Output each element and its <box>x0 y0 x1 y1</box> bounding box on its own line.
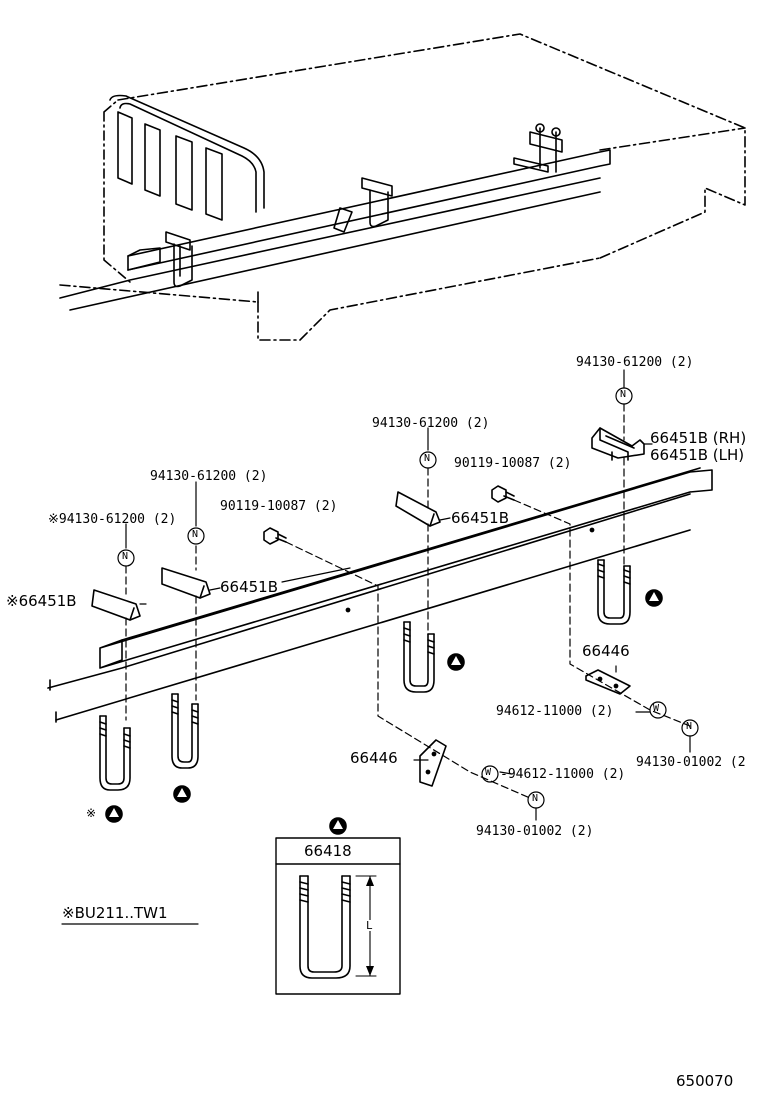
frame-rail-end <box>128 248 160 270</box>
label-bracket-rh: 66451B (RH) <box>650 429 747 447</box>
label-nut-left-marked: ※94130-61200 (2) <box>48 512 177 527</box>
ubolt-right <box>598 560 630 624</box>
label-bracket-left-marked: ※66451B <box>6 592 77 610</box>
nut-letter: N <box>192 529 199 540</box>
label-washer-right: 94612-11000 (2) <box>496 704 614 719</box>
bolt-left <box>264 528 286 544</box>
label-bracket-left: 66451B <box>220 578 279 596</box>
truck-overview <box>60 34 745 340</box>
ubolt-center <box>404 622 434 692</box>
label-bolt-right: 90119-10087 (2) <box>454 456 572 471</box>
clamp-right-overview <box>514 124 562 172</box>
label-plate-left: 66446 <box>350 749 398 767</box>
marker-symbol: ※ <box>86 806 97 820</box>
bracket-top-right <box>592 428 644 460</box>
headboard <box>110 96 264 213</box>
ubolt-left <box>172 694 198 768</box>
figure-number: 650070 <box>676 1072 734 1090</box>
label-nut-bottom-center: 94130-01002 (2) <box>476 824 594 839</box>
nut-symbols <box>118 388 698 808</box>
bracket-left <box>162 568 210 598</box>
label-nut-bottom-right: 94130-01002 (2 <box>636 755 746 770</box>
washer-symbols <box>482 702 666 782</box>
label-bracket-lh: 66451B (LH) <box>650 446 745 464</box>
leader-lines <box>126 370 690 820</box>
label-nut-center: 94130-61200 (2) <box>372 416 490 431</box>
label-nut-left: 94130-61200 (2) <box>150 469 268 484</box>
bed-outline <box>118 34 745 340</box>
frame-rail-upper <box>128 150 610 270</box>
label-bracket-center: 66451B <box>451 509 510 527</box>
ubolt-markers <box>106 590 662 834</box>
nut-letter: N <box>532 793 539 804</box>
label-washer-left: -94612-11000 (2) <box>500 767 626 782</box>
bolt-right <box>492 486 514 502</box>
bed-front <box>600 128 745 150</box>
plate-right <box>586 670 630 694</box>
headboard-bars <box>118 112 222 220</box>
cab-outline <box>104 100 130 282</box>
clamp-center-overview <box>334 178 392 232</box>
ubolt-left-marked <box>100 716 130 790</box>
assembly-lines <box>126 404 690 798</box>
bed-edge <box>60 285 258 302</box>
washer-letter: W <box>485 767 492 778</box>
washer-letter: W <box>653 703 660 714</box>
label-bolt-left: 90119-10087 (2) <box>220 499 338 514</box>
nut-letter: N <box>620 389 627 400</box>
bracket-left-marked <box>92 590 140 620</box>
plate-left <box>420 740 446 786</box>
clamp-left-overview <box>166 232 192 287</box>
main-frame-rail <box>48 468 712 722</box>
nut-letter: N <box>686 721 693 732</box>
detail-box <box>276 838 400 994</box>
detail-dimension-label: L <box>366 919 373 932</box>
label-nut-top-right: 94130-61200 (2) <box>576 355 694 370</box>
nut-letter: N <box>424 453 431 464</box>
bracket-center <box>396 492 440 526</box>
detail-box-title: 66418 <box>304 842 352 860</box>
model-note: ※BU211..TW1 <box>62 904 168 922</box>
frame-rail-lower <box>60 178 600 310</box>
label-plate-right: 66446 <box>582 642 630 660</box>
nut-letter: N <box>122 551 129 562</box>
